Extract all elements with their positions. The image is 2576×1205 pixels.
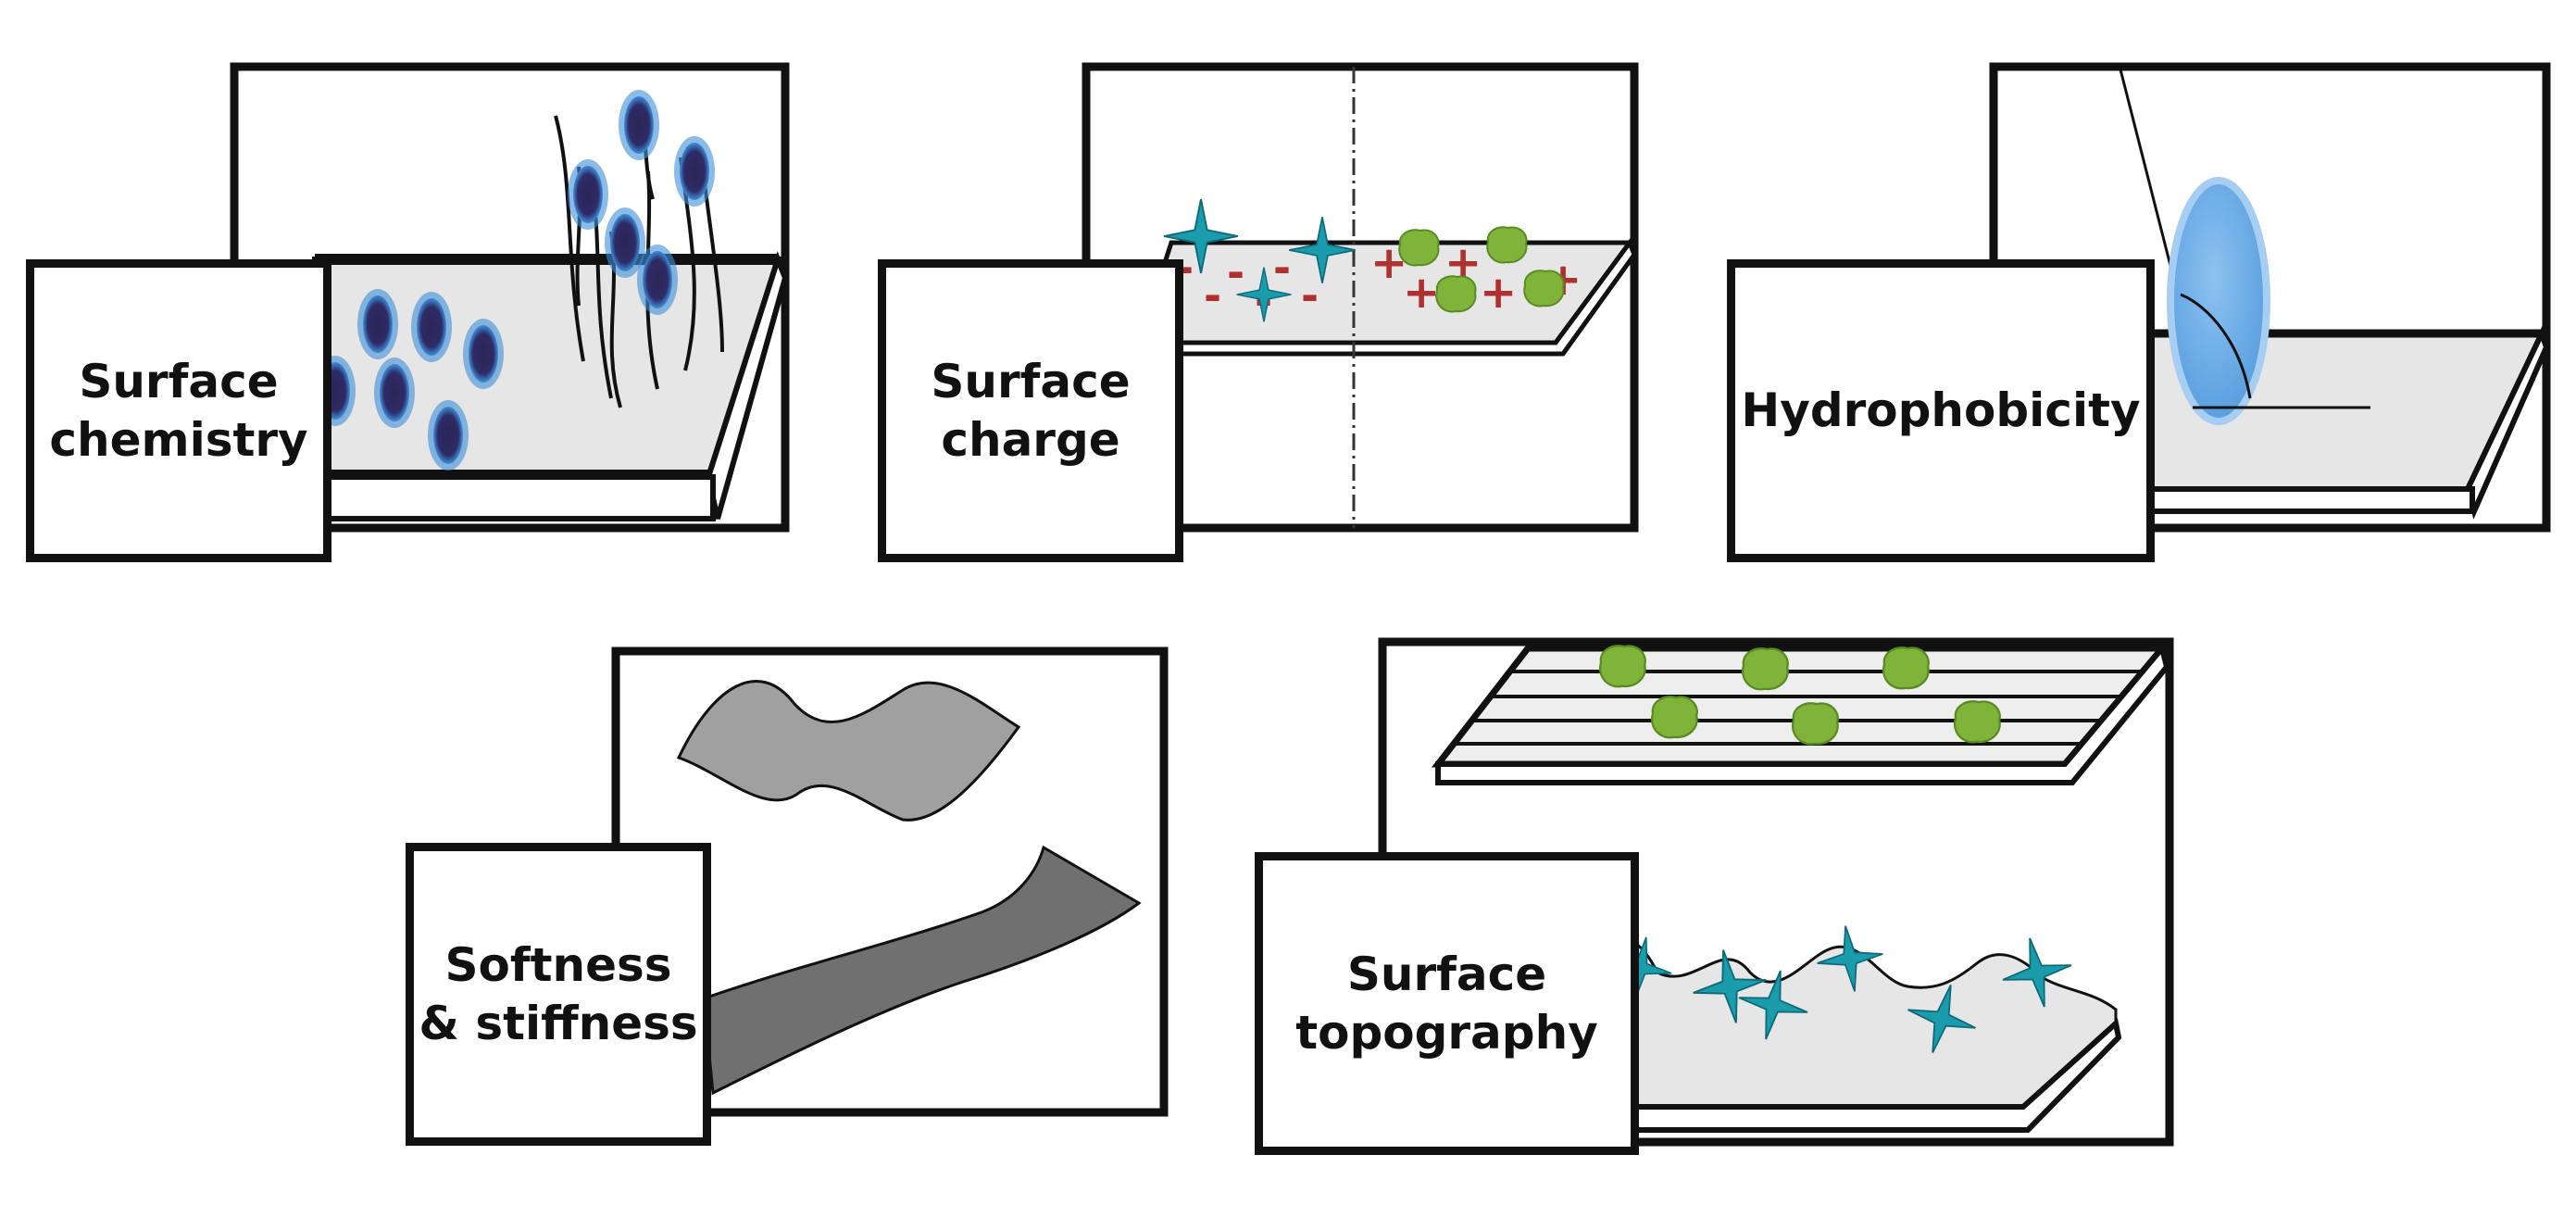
label-text: Surface charge bbox=[931, 355, 1131, 467]
label-hydrophobicity: Hydrophobicity bbox=[1727, 259, 2155, 562]
panel-surface-chemistry bbox=[230, 62, 790, 533]
label-text: Hydrophobicity bbox=[1741, 383, 2141, 438]
water-droplet bbox=[2167, 177, 2270, 425]
negative-sign: - bbox=[1273, 243, 1291, 293]
label-text: Surface topography bbox=[1295, 948, 1598, 1060]
positive-charges: + + + + + bbox=[1370, 237, 1582, 319]
contact-angle-arc bbox=[2180, 293, 2252, 399]
label-surface-charge: Surface charge bbox=[878, 259, 1183, 562]
label-text: Surface chemistry bbox=[49, 355, 308, 467]
positive-sign: + bbox=[1480, 267, 1517, 319]
plate-side bbox=[705, 251, 789, 520]
label-softness-stiffness: Softness & stiffness bbox=[406, 843, 711, 1146]
negative-sign: - bbox=[1227, 247, 1244, 297]
soft-wavy-sheet bbox=[676, 679, 1021, 822]
label-surface-topography: Surface topography bbox=[1255, 852, 1639, 1155]
positive-sign: + bbox=[1403, 267, 1440, 319]
negative-sign: - bbox=[1301, 270, 1319, 320]
label-surface-chemistry: Surface chemistry bbox=[26, 259, 331, 562]
stiff-curved-sheet bbox=[702, 845, 1142, 1096]
grooved-plate-edge bbox=[1435, 642, 2170, 785]
label-text: Softness & stiffness bbox=[419, 938, 698, 1050]
plate-thickness bbox=[312, 474, 716, 521]
plate-thickness bbox=[2136, 486, 2475, 514]
negative-sign: - bbox=[1204, 270, 1221, 320]
